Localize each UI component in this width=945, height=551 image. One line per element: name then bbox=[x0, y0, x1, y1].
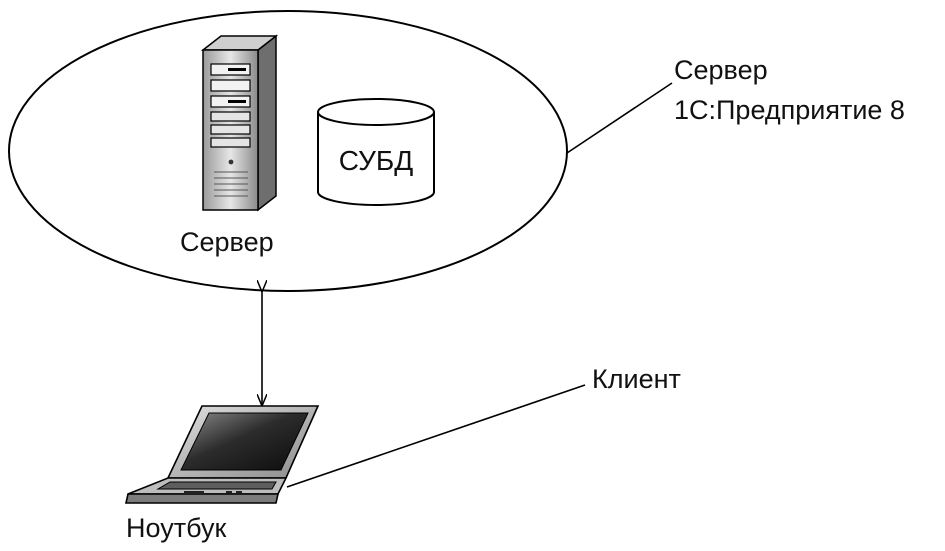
server-caption: Сервер bbox=[180, 227, 274, 257]
client-label: Клиент bbox=[592, 364, 681, 394]
database-cylinder-icon bbox=[317, 98, 435, 206]
server-tower-icon bbox=[200, 34, 279, 212]
laptop-icon bbox=[125, 405, 320, 504]
server-group-label-line1: Сервер bbox=[674, 55, 768, 85]
client-callout-line bbox=[286, 384, 586, 488]
server-group-callout-line bbox=[566, 82, 673, 154]
dbms-label: СУБД bbox=[338, 145, 414, 176]
server-group-ellipse bbox=[8, 10, 568, 292]
laptop-caption: Ноутбук bbox=[126, 513, 227, 543]
server-group-label-line2: 1С:Предприятие 8 bbox=[674, 95, 905, 125]
